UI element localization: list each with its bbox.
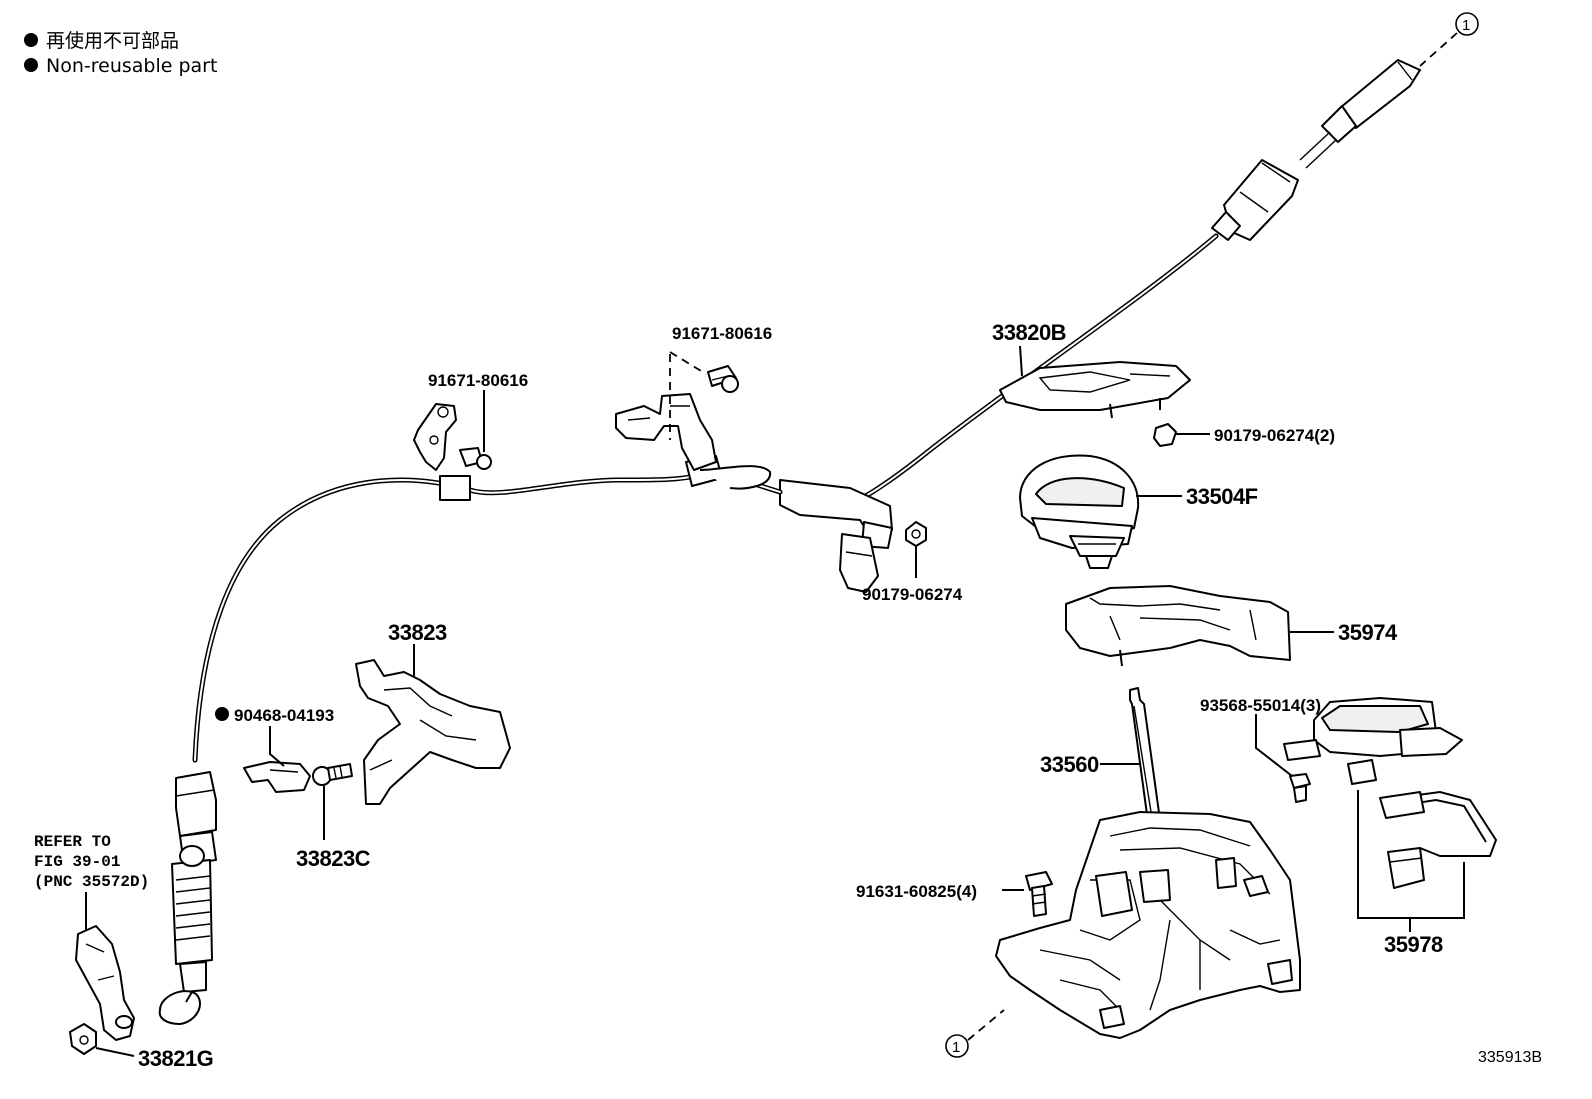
label-90179-06274-2: 90179-06274(2) <box>1214 426 1335 445</box>
legend-jp-text: 再使用不可部品 <box>46 30 179 52</box>
connection-ref-bottom: 1 <box>945 1009 1005 1058</box>
label-90468-04193: 90468-04193 <box>234 706 334 725</box>
part-33823: 33823 <box>355 620 511 805</box>
label-91671-80616-center: 91671-80616 <box>672 324 772 343</box>
part-33821G: 33821G <box>69 925 214 1071</box>
part-91631-60825-4: 91631-60825(4) <box>856 871 1053 917</box>
legend-en-text: Non-reusable part <box>46 55 217 77</box>
part-91671-80616-center: 91671-80616 <box>615 324 772 471</box>
part-90179-06274-2: 90179-06274(2) <box>1153 423 1335 447</box>
figure-id: 335913B <box>1478 1049 1542 1066</box>
connection-ref-top-number: 1 <box>1462 17 1470 34</box>
part-33560: 33560 <box>995 687 1301 1039</box>
label-33820B: 33820B <box>992 320 1066 345</box>
refer-line1: REFER TO <box>34 833 111 851</box>
refer-line3: (PNC 35572D) <box>34 873 149 891</box>
transmission-control-cable <box>158 59 1421 1025</box>
label-91671-80616-left: 91671-80616 <box>428 371 528 390</box>
part-93568-55014-3: 93568-55014(3) <box>1200 696 1321 803</box>
part-33504F: 33504F <box>1019 454 1258 569</box>
connection-ref-top: 1 <box>1419 12 1479 67</box>
label-33560: 33560 <box>1040 752 1099 777</box>
refer-line2: FIG 39-01 <box>34 853 120 871</box>
part-35974: 35974 <box>1065 585 1398 667</box>
label-33504F: 33504F <box>1186 484 1258 509</box>
non-reusable-dot-icon <box>24 33 38 47</box>
label-93568-55014-3: 93568-55014(3) <box>1200 696 1321 715</box>
refer-note: REFER TO FIG 39-01 (PNC 35572D) <box>34 833 149 932</box>
part-33823C: 33823C <box>296 763 371 871</box>
part-90179-06274: 90179-06274 <box>862 521 963 604</box>
label-33821G: 33821G <box>138 1046 213 1071</box>
label-33823C: 33823C <box>296 846 371 871</box>
part-35978: 35978 <box>1283 697 1498 957</box>
label-35978: 35978 <box>1384 932 1443 957</box>
non-reusable-dot-icon <box>24 58 38 72</box>
label-35974: 35974 <box>1338 620 1398 645</box>
connection-ref-bottom-number: 1 <box>952 1039 960 1056</box>
part-90468-04193: 90468-04193 <box>215 706 334 793</box>
label-90179-06274: 90179-06274 <box>862 585 963 604</box>
part-33820B: 33820B <box>992 320 1191 419</box>
label-33823: 33823 <box>388 620 447 645</box>
label-91631-60825-4: 91631-60825(4) <box>856 882 977 901</box>
non-reusable-dot-icon <box>215 707 229 721</box>
part-91671-80616-left: 91671-80616 <box>413 371 528 471</box>
legend: 再使用不可部品 Non-reusable part <box>24 30 217 77</box>
